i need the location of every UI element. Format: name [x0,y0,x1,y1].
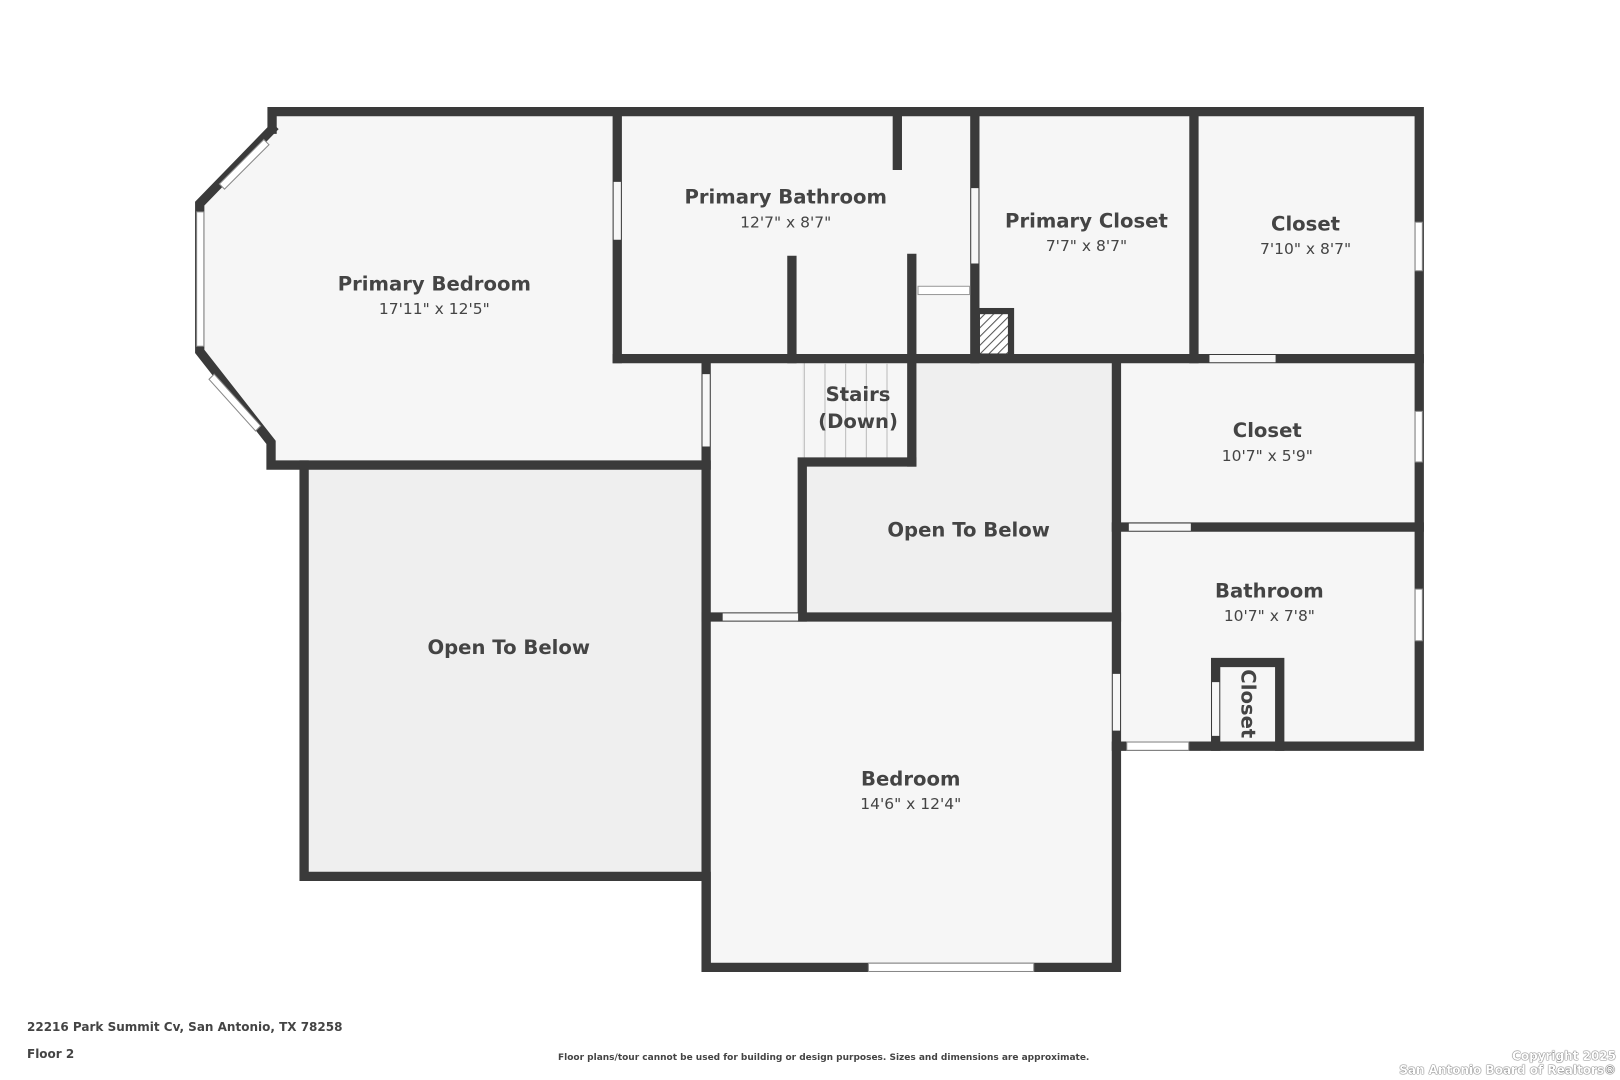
room-name: Closet [1271,212,1340,235]
room-fills [199,111,1423,968]
room-name: Closet [1236,669,1259,738]
room-name: Primary Closet [1005,209,1168,232]
room-name: Open To Below [427,636,590,659]
stair-treads [803,361,888,458]
room-dimensions: 14'6" x 12'4" [860,795,961,813]
room-name: Primary Bedroom [338,272,531,295]
room-dimensions: 10'7" x 7'8" [1224,607,1315,625]
address: 22216 Park Summit Cv, San Antonio, TX 78… [27,1020,343,1034]
room-dimensions: 7'7" x 8'7" [1046,237,1127,255]
room-name: Open To Below [887,518,1050,541]
room-name: (Down) [818,410,898,433]
floor-label: Floor 2 [27,1047,75,1061]
windows [196,138,1423,973]
disclaimer: Floor plans/tour cannot be used for buil… [558,1053,1090,1063]
room-dimensions: 12'7" x 8'7" [740,213,831,231]
room-name: Stairs [826,383,891,406]
copyright-owner: San Antonio Board of Realtors® [1399,1063,1616,1077]
door-openings [613,181,1276,736]
room-dimensions: 7'10" x 8'7" [1260,240,1351,258]
room-dimensions: 10'7" x 5'9" [1222,447,1313,465]
room-name: Bathroom [1215,579,1324,602]
copyright: Copyright 2025 San Antonio Board of Real… [1399,1049,1616,1077]
room-name: Bedroom [861,767,960,790]
open-to-below-left-area [304,465,707,877]
room-dimensions: 17'11" x 12'5" [379,300,490,318]
copyright-year: Copyright 2025 [1512,1049,1616,1063]
room-name: Closet [1233,419,1302,442]
chase-hatched [973,307,1015,360]
room-name: Primary Bathroom [684,186,886,209]
